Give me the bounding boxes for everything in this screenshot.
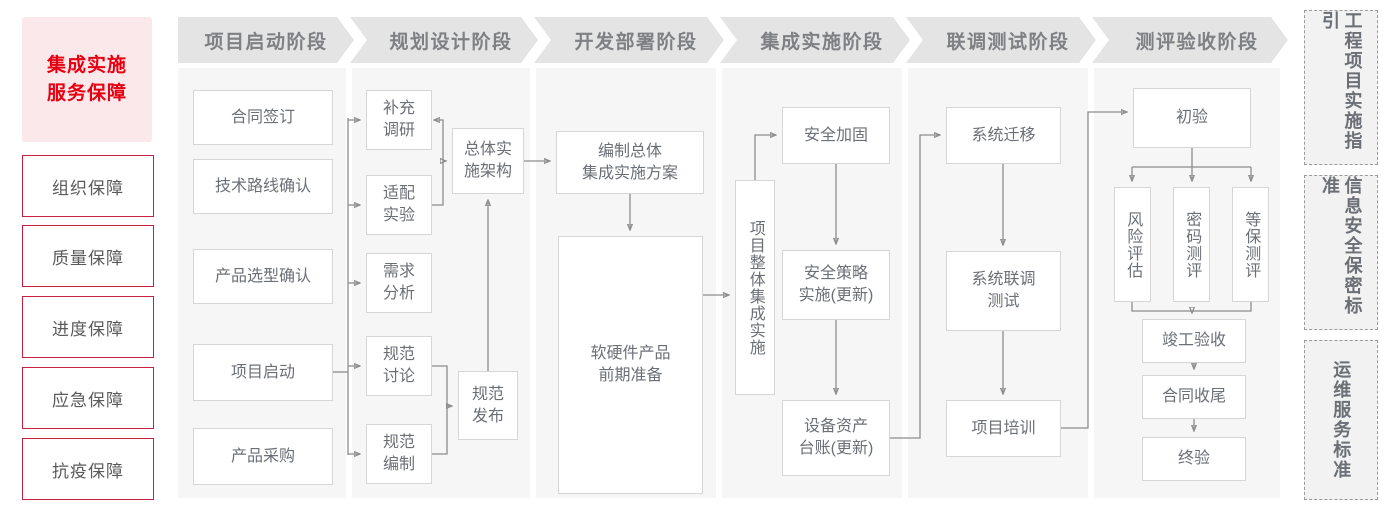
node-p5-1[interactable]: 系统联调测试 [946,251,1061,331]
standard-label-2: 运维服务标准 [1331,360,1352,480]
phase-header-5[interactable]: 测评验收阶段 [1092,17,1288,63]
node-p2-6[interactable]: 规范发布 [458,371,518,440]
node-p6-6[interactable]: 终验 [1142,437,1246,481]
node-p2-0[interactable]: 补充调研 [366,90,432,150]
node-p2-2[interactable]: 需求分析 [366,253,432,313]
node-p5-0[interactable]: 系统迁移 [946,107,1061,164]
phase-header-1[interactable]: 规划设计阶段 [350,17,538,63]
left-panel-item-2[interactable]: 进度保障 [22,296,154,358]
standard-box-2[interactable]: 运维服务标准 [1304,340,1378,500]
node-p3-0[interactable]: 编制总体集成实施方案 [556,131,704,194]
node-p1-3[interactable]: 项目启动 [193,344,333,401]
left-panel-title: 集成实施服务保障 [22,17,152,142]
phase-header-3[interactable]: 集成实施阶段 [720,17,910,63]
node-p6-3[interactable]: 等保测评 [1232,187,1269,302]
node-p4-0[interactable]: 项目整体集成实施 [735,180,775,395]
node-p4-2[interactable]: 安全策略实施(更新) [782,250,890,320]
node-p1-1[interactable]: 技术路线确认 [193,159,333,214]
phase-header-4[interactable]: 联调测试阶段 [906,17,1096,63]
left-panel-item-3[interactable]: 应急保障 [22,367,154,429]
node-p4-3[interactable]: 设备资产台账(更新) [782,400,890,476]
node-p2-5[interactable]: 总体实施架构 [452,128,524,194]
node-p4-1[interactable]: 安全加固 [782,107,890,164]
node-p6-5[interactable]: 合同收尾 [1142,375,1246,419]
node-p6-1[interactable]: 风险评估 [1114,187,1151,302]
node-p5-2[interactable]: 项目培训 [946,400,1061,457]
left-panel-item-1[interactable]: 质量保障 [22,225,154,287]
left-panel-item-4[interactable]: 抗疫保障 [22,438,154,500]
phase-header-2[interactable]: 开发部署阶段 [534,17,724,63]
node-p2-1[interactable]: 适配实验 [366,175,432,235]
standard-box-1[interactable]: 信息安全保密标准 [1304,175,1378,330]
node-p2-4[interactable]: 规范编制 [366,424,432,484]
node-p6-4[interactable]: 竣工验收 [1142,319,1246,363]
node-p2-3[interactable]: 规范讨论 [366,336,432,396]
node-p1-0[interactable]: 合同签订 [193,90,333,145]
node-p1-4[interactable]: 产品采购 [193,428,333,485]
node-p6-2[interactable]: 密码测评 [1173,187,1210,302]
standard-label-0: 工程项目实施指引 [1320,11,1363,151]
standard-box-0[interactable]: 工程项目实施指引 [1304,10,1378,165]
node-p6-0[interactable]: 初验 [1133,88,1251,148]
node-p1-2[interactable]: 产品选型确认 [193,249,333,304]
standard-label-1: 信息安全保密标准 [1320,176,1363,316]
left-panel-item-0[interactable]: 组织保障 [22,155,154,217]
node-p3-1[interactable]: 软硬件产品前期准备 [558,236,703,494]
phase-header-0[interactable]: 项目启动阶段 [178,17,354,63]
